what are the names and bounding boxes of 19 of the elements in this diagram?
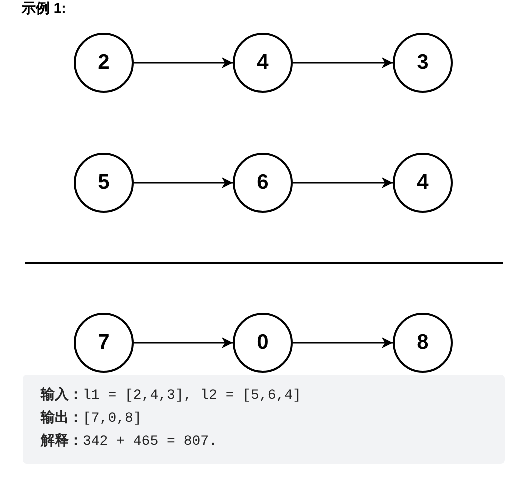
list-node-circle: 7: [74, 313, 134, 373]
list-node-circle: 3: [393, 33, 453, 93]
title: 示例 1:: [22, 0, 66, 18]
arrow: [293, 57, 393, 69]
code-line: 解释：342 + 465 = 807.: [41, 432, 218, 450]
list-node-circle: 6: [233, 153, 293, 213]
arrow: [134, 57, 233, 69]
list-node-circle: 4: [233, 33, 293, 93]
arrow: [134, 177, 233, 189]
list-node-circle: 8: [393, 313, 453, 373]
code-line: 输出：[7,0,8]: [41, 409, 142, 427]
list-node-circle: 5: [74, 153, 134, 213]
list-node-circle: 0: [233, 313, 293, 373]
code-line: 输入：l1 = [2,4,3], l2 = [5,6,4]: [41, 386, 302, 404]
list-node-circle: 4: [393, 153, 453, 213]
arrow: [293, 177, 393, 189]
arrow: [134, 337, 233, 349]
list-node-circle: 2: [74, 33, 134, 93]
arrow: [293, 337, 393, 349]
